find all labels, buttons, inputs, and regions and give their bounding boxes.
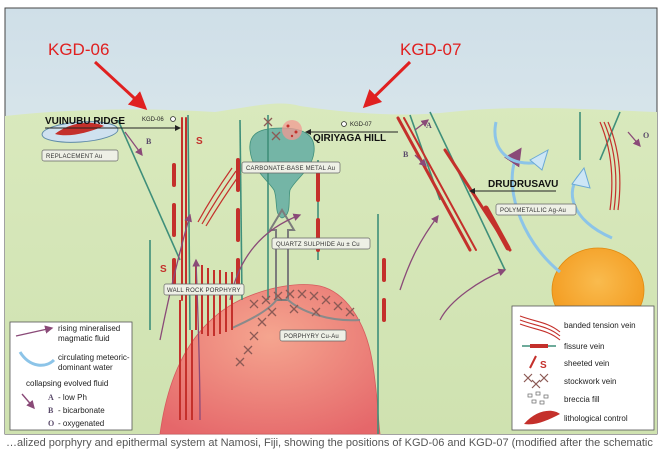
legend-fluids: rising mineralised magmatic fluid circul…: [9, 321, 133, 431]
drudrusavu-label: DRUDRUSAVU: [488, 179, 558, 190]
figure-caption: …alized porphyry and epithermal system a…: [6, 437, 656, 449]
svg-text:breccia fill: breccia fill: [564, 395, 600, 404]
stockwork-veins: [235, 117, 355, 367]
svg-text:PORPHYRY Cu-Au: PORPHYRY Cu-Au: [284, 334, 339, 340]
svg-text:rising mineralised: rising mineralised: [58, 324, 120, 333]
svg-text:POLYMETALLIC Ag-Au: POLYMETALLIC Ag-Au: [500, 208, 566, 214]
kgd07-hole-label: KGD-07: [350, 122, 372, 128]
marker-a: A: [426, 121, 432, 130]
lithological-control: [55, 122, 104, 136]
svg-text:fissure vein: fissure vein: [564, 342, 604, 351]
svg-text:WALL ROCK PORPHYRY: WALL ROCK PORPHYRY: [167, 288, 241, 294]
porphyry-box: PORPHYRY Cu-Au: [279, 329, 347, 342]
svg-text:REPLACEMENT Au: REPLACEMENT Au: [46, 154, 102, 160]
svg-text:CARBONATE-BASE METAL Au: CARBONATE-BASE METAL Au: [246, 166, 335, 172]
kgd06-callout: KGD-06: [48, 40, 109, 59]
carbonate-box: CARBONATE-BASE METAL Au: [241, 161, 341, 174]
svg-text:B: B: [48, 406, 54, 415]
sheeted-marker-2: S: [160, 264, 167, 275]
kgd07-callout: KGD-07: [400, 40, 461, 59]
qiriyaga-hill-label: QIRIYAGA HILL: [313, 133, 386, 144]
replacement-box: REPLACEMENT Au: [41, 149, 119, 162]
kgd06-hole: [170, 116, 176, 122]
kgd07-hole: [341, 121, 347, 127]
marker-b-right: B: [403, 150, 409, 159]
sheeted-vein-cluster: [179, 262, 233, 420]
svg-text:- low Ph: - low Ph: [58, 393, 87, 402]
meteoric-arrowhead-1: [529, 148, 549, 171]
polymetallic-box: POLYMETALLIC Ag-Au: [495, 203, 577, 216]
marker-o: O: [643, 131, 649, 140]
svg-text:banded tension vein: banded tension vein: [564, 321, 636, 330]
svg-text:A: A: [48, 393, 54, 402]
wall-rock-box: WALL ROCK PORPHYRY: [163, 283, 245, 296]
rising-fluid-arrows: [124, 119, 641, 421]
svg-text:stockwork vein: stockwork vein: [564, 377, 616, 386]
kgd06-hole-label: KGD-06: [142, 117, 164, 123]
kgd06-pointer: [93, 60, 148, 111]
ground-layer: [5, 103, 657, 435]
vuinubu-ridge-label: VUINUBU RIDGE: [45, 116, 125, 127]
svg-text:S: S: [540, 360, 547, 371]
kgd07-pointer: [362, 60, 412, 109]
fluid-split-left: [231, 297, 279, 329]
fluid-split-right: [285, 297, 361, 322]
svg-text:magmatic fluid: magmatic fluid: [58, 334, 110, 343]
svg-text:- oxygenated: - oxygenated: [58, 419, 104, 428]
legend-veins: banded tension vein fissure vein S sheet…: [511, 305, 655, 431]
svg-text:circulating meteoric-: circulating meteoric-: [58, 353, 130, 362]
meteoric-arrowhead-2: [571, 166, 591, 189]
svg-text:- bicarbonate: - bicarbonate: [58, 406, 105, 415]
sheeted-marker-1: S: [196, 136, 203, 147]
svg-text:lithological control: lithological control: [564, 414, 628, 423]
svg-text:sheeted vein: sheeted vein: [564, 359, 609, 368]
svg-text:QUARTZ SULPHIDE Au ± Cu: QUARTZ SULPHIDE Au ± Cu: [276, 242, 360, 248]
svg-text:dominant water: dominant water: [58, 363, 113, 372]
marker-b-left: B: [146, 137, 152, 146]
quartz-sulphide-box: QUARTZ SULPHIDE Au ± Cu: [271, 237, 371, 250]
banded-tension-veins: [197, 121, 621, 227]
svg-text:collapsing evolved fluid: collapsing evolved fluid: [26, 379, 108, 388]
breccia-fill: [282, 120, 302, 140]
red-veins: [172, 116, 512, 322]
svg-text:O: O: [48, 419, 54, 428]
